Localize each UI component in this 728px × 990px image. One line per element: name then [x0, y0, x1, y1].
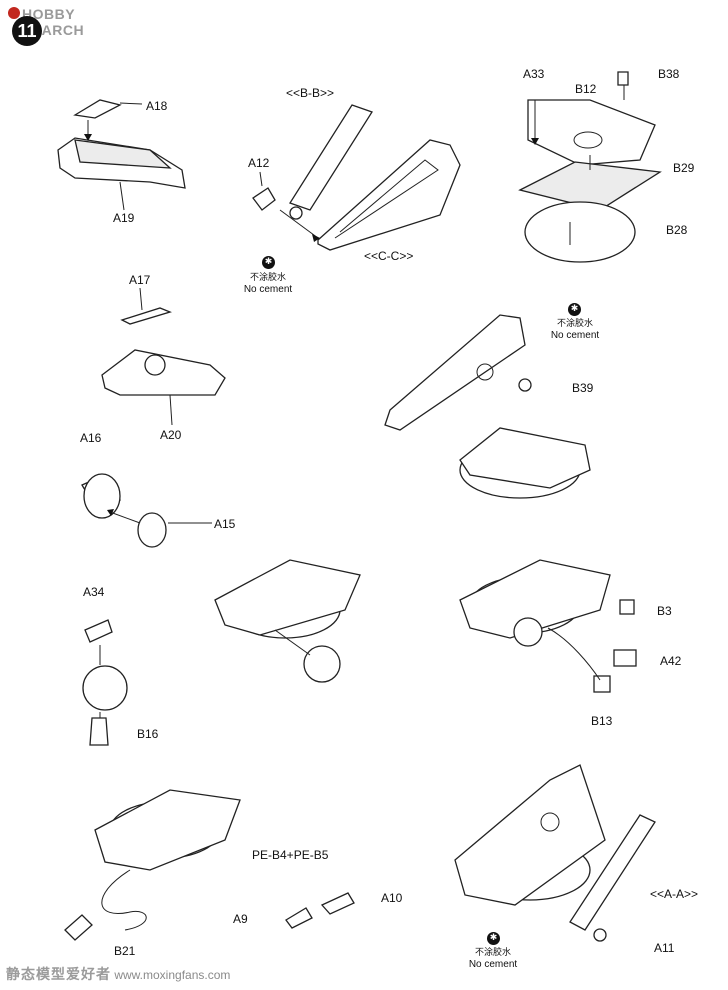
part-turntable-stack-drawing — [518, 71, 662, 263]
watermark: 静态模型爱好者 www.moxingfans.com — [6, 967, 231, 983]
label-a10: A10 — [381, 891, 403, 905]
label-b28: B28 — [666, 223, 688, 237]
label-b13: B13 — [591, 714, 613, 728]
no-cement-warning-icon: ✱ — [262, 256, 275, 269]
label-a16: A16 — [80, 431, 102, 445]
label-a33: A33 — [523, 67, 545, 81]
no-cement-warning-icon: ✱ — [487, 932, 500, 945]
part-a16-a15-drawing — [81, 473, 212, 548]
label-a34: A34 — [83, 585, 105, 599]
part-bb-cc-drawing — [252, 104, 461, 251]
part-mid-right-assembly-drawing — [459, 559, 637, 693]
label-b39: B39 — [572, 381, 594, 395]
label-b3: B3 — [657, 604, 672, 618]
part-mid-center-assembly-drawing — [214, 559, 361, 683]
label-a19: A19 — [113, 211, 135, 225]
label-b16: B16 — [137, 727, 159, 741]
label-a12: A12 — [248, 156, 270, 170]
part-a18-a19-drawing — [57, 99, 186, 211]
label-aa: <<A-A>> — [650, 887, 699, 901]
part-a17-a20-drawing — [101, 287, 226, 426]
label-a42: A42 — [660, 654, 682, 668]
no-cement-warning-icon: ✱ — [568, 303, 581, 316]
label-cc: <<C-C>> — [364, 249, 414, 263]
label-a20: A20 — [160, 428, 182, 442]
label-a15: A15 — [214, 517, 236, 531]
no-cement-note: 不涂胶水 No cement — [243, 273, 293, 295]
label-bb: <<B-B>> — [286, 86, 335, 100]
label-pe-b4-b5: PE-B4+PE-B5 — [252, 848, 329, 862]
label-b29: B29 — [673, 161, 695, 175]
label-b21: B21 — [114, 944, 136, 958]
label-a17: A17 — [129, 273, 151, 287]
part-b39-assembly-drawing — [384, 314, 591, 499]
hobby-search-logo-icon — [8, 7, 20, 19]
label-a18: A18 — [146, 99, 168, 113]
part-lower-right-assembly-drawing — [454, 764, 656, 942]
label-a11: A11 — [654, 941, 675, 955]
part-lower-left-assembly-drawing — [64, 789, 355, 941]
label-b12: B12 — [575, 82, 597, 96]
step-number-badge: 11 — [12, 16, 42, 46]
no-cement-note: 不涂胶水 No cement — [468, 948, 518, 970]
part-a34-b16-drawing — [82, 619, 128, 746]
no-cement-note: 不涂胶水 No cement — [550, 319, 600, 341]
label-b38: B38 — [658, 67, 680, 81]
label-a9: A9 — [233, 912, 248, 926]
